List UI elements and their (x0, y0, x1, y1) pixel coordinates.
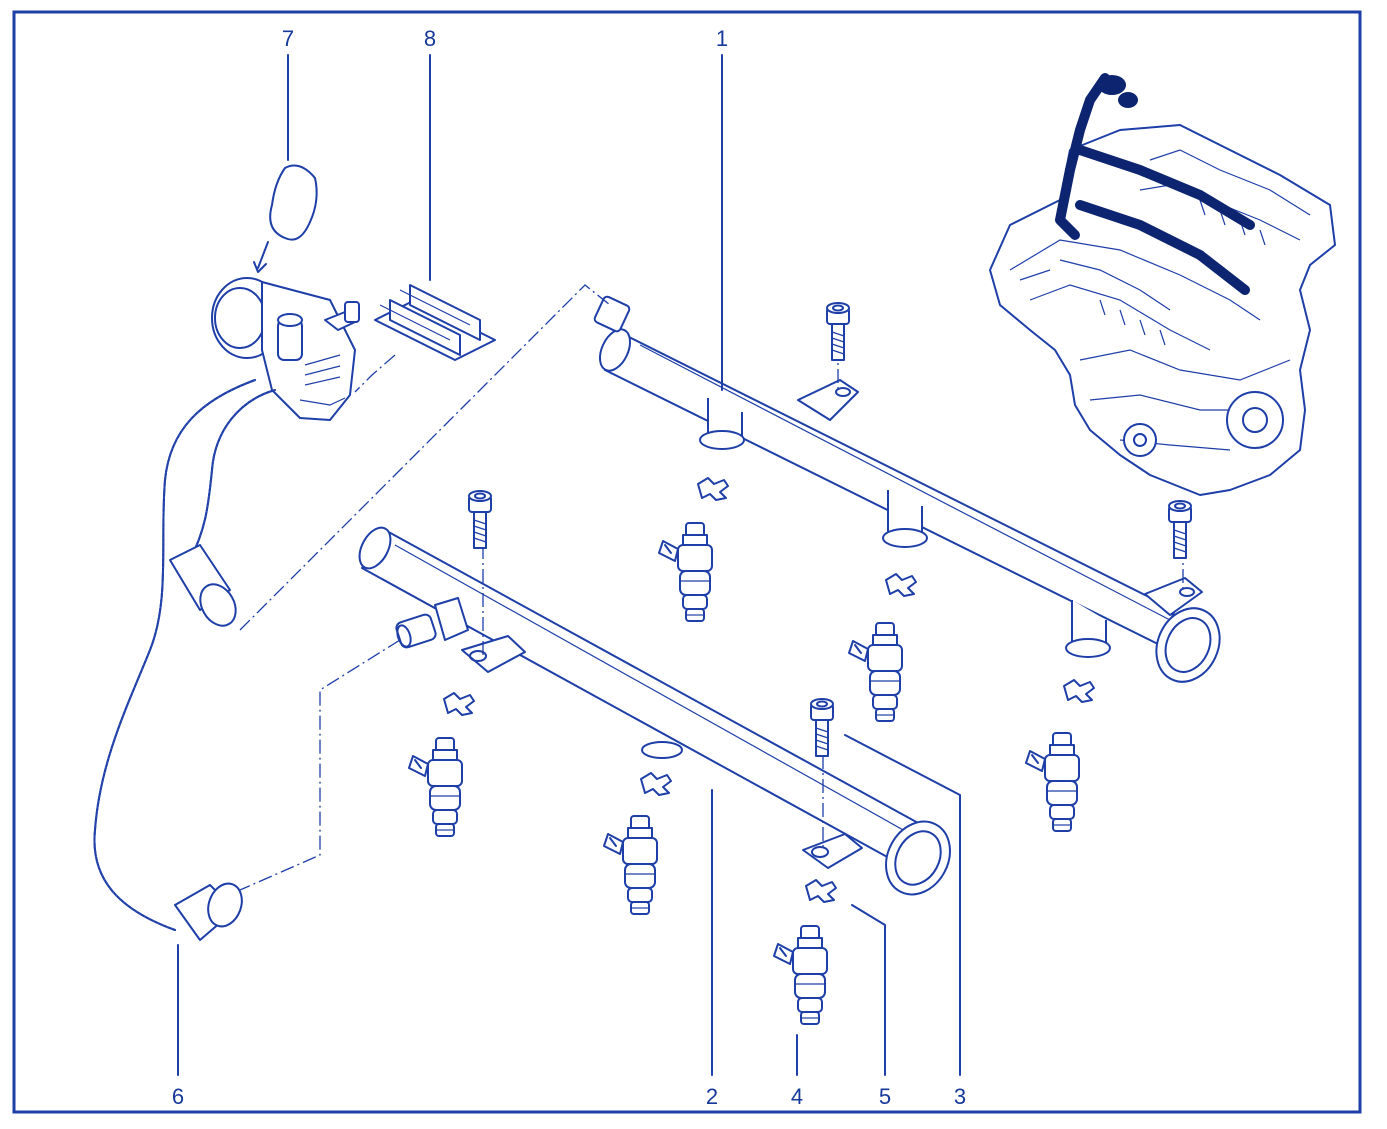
retaining-clip-icon (697, 477, 729, 501)
fuel-injector-icon (1025, 732, 1080, 832)
mounting-bracket (374, 284, 496, 361)
fuel-rail-upper (593, 295, 1221, 683)
leader-5 (851, 904, 886, 1076)
fuel-injector-icon (848, 622, 903, 722)
callout-2: 2 (706, 1084, 718, 1109)
callout-5: 5 (879, 1084, 891, 1109)
callout-7: 7 (282, 26, 294, 51)
diagram-frame (12, 10, 1362, 1114)
callout-1: 1 (716, 26, 728, 51)
bolt-icon (826, 302, 850, 361)
fuel-injector-icon (658, 522, 713, 622)
gasket (269, 164, 318, 241)
arrow-head (253, 261, 267, 273)
retaining-clip-icon (443, 692, 475, 716)
fuel-injector-icon (408, 737, 463, 837)
hose-to-rail-line (239, 284, 611, 631)
gasket-arrow (257, 241, 269, 269)
callout-4: 4 (791, 1084, 803, 1109)
callout-8: 8 (424, 26, 436, 51)
retaining-clip-icon (805, 879, 837, 903)
callout-3: 3 (954, 1084, 966, 1109)
callout-6: 6 (172, 1084, 184, 1109)
fuel-injector-icon (603, 815, 658, 915)
fuel-pressure-regulator (211, 277, 360, 421)
bracket-guide-line (354, 354, 396, 393)
bolt-icon (1168, 500, 1192, 559)
fuel-rail-lower (358, 526, 951, 896)
leader-3 (844, 734, 961, 1076)
retaining-clip-icon (1063, 679, 1095, 703)
fuel-hose-assembly (93, 379, 276, 941)
retaining-clip-icon (885, 573, 917, 597)
bolt-icon (468, 490, 492, 549)
bolt-icon (810, 698, 834, 757)
engine-block-icon (989, 73, 1336, 496)
retaining-clip-icon (640, 772, 672, 796)
fuel-injector-icon (773, 925, 828, 1025)
hose-return-line (239, 639, 401, 891)
